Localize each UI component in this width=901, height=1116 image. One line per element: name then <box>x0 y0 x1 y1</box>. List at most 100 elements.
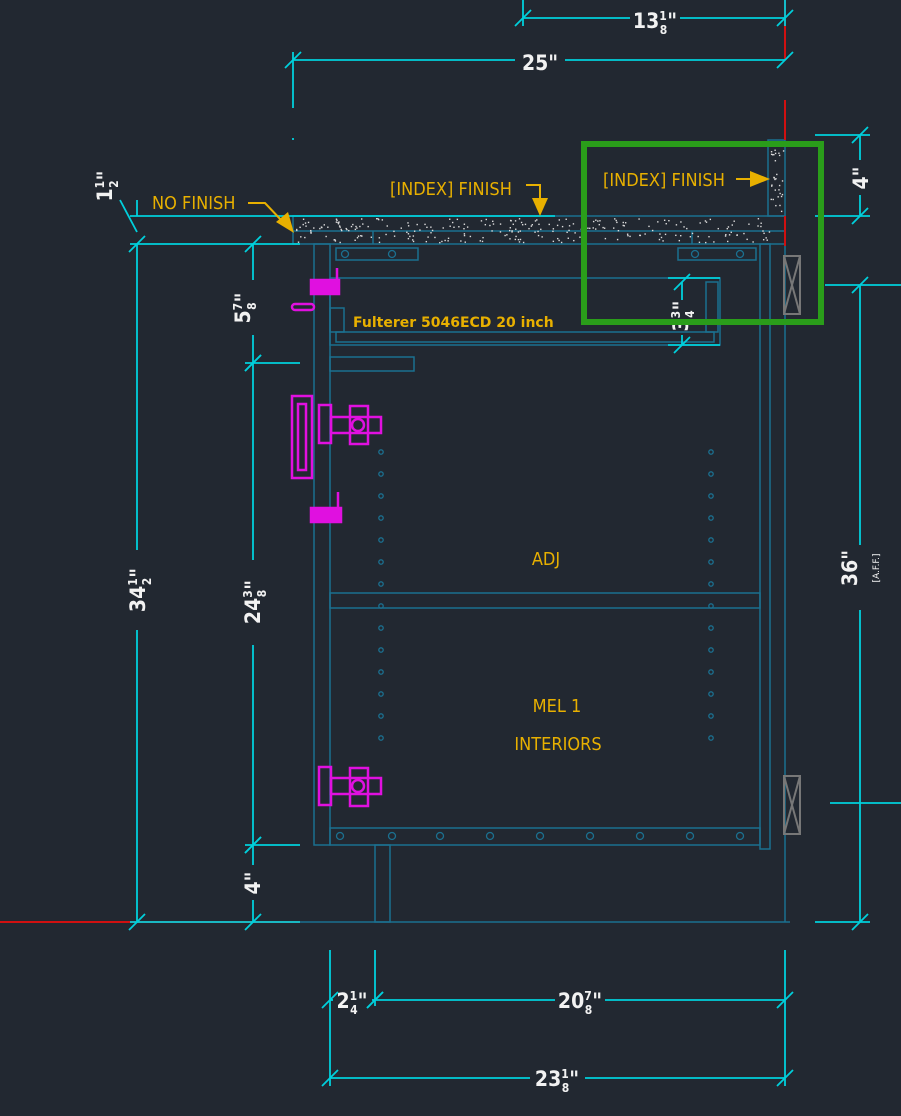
door-catch <box>309 492 343 524</box>
interiors-label: INTERIORS <box>514 734 601 755</box>
toe-kick-leg <box>374 844 391 923</box>
shelf-pin-hole <box>708 581 714 587</box>
drawer-slide-label: Fulterer 5046ECD 20 inch <box>353 315 554 331</box>
shelf-pin-hole <box>708 515 714 521</box>
shelf-pin-hole <box>378 669 384 675</box>
fraction-numerator: 1 <box>126 578 140 586</box>
shelf-pin-hole <box>708 691 714 697</box>
shelf-pin-hole <box>378 515 384 521</box>
inch-mark: " <box>849 167 873 177</box>
dimension-whole: 13 <box>633 9 659 33</box>
fraction-numerator: 1 <box>350 989 358 1003</box>
inch-mark: " <box>126 568 150 578</box>
aff-note: [A.F.F.] <box>872 553 882 582</box>
countertop-hatch <box>296 149 785 244</box>
dimension-whole: 24 <box>241 598 265 624</box>
inch-mark: " <box>241 580 265 590</box>
fraction-denominator: 4 <box>683 310 697 318</box>
shelf-pin-hole <box>708 603 714 609</box>
hinge-lower <box>317 765 383 808</box>
hinge-upper <box>317 403 383 446</box>
bottom-fastener <box>485 831 495 841</box>
arrow-icon <box>276 212 294 233</box>
inch-mark: " <box>592 989 602 1013</box>
dimension-backsplash: 4" <box>849 167 873 190</box>
inch-mark: " <box>241 872 265 882</box>
shelf-pin-hole <box>708 449 714 455</box>
dimension-whole: 5 <box>231 310 255 323</box>
shelf-pin-hole <box>378 581 384 587</box>
fraction-numerator: 7 <box>584 989 592 1003</box>
shelf-pin-hole <box>378 625 384 631</box>
no-finish-label: NO FINISH <box>152 193 235 214</box>
dimension-whole: 23 <box>535 1067 561 1091</box>
arrow-icon <box>750 171 770 187</box>
fraction-numerator: 1 <box>659 9 667 23</box>
shelf-pin-hole <box>708 735 714 741</box>
adj-label: ADJ <box>532 549 560 570</box>
dimension-toe-kick: 4" <box>241 872 265 895</box>
shelf-pin-hole <box>708 559 714 565</box>
fraction-denominator: 8 <box>255 590 269 598</box>
shelf-pin-hole <box>708 471 714 477</box>
drawer-clip <box>290 268 341 312</box>
shelf-pin-hole <box>708 537 714 543</box>
adjustable-shelf <box>329 592 761 609</box>
fraction-denominator: 8 <box>245 302 259 310</box>
fraction-denominator: 4 <box>350 1003 358 1017</box>
mel-label: MEL 1 <box>533 696 582 717</box>
highlight-box <box>581 141 824 325</box>
shelf-pin-hole <box>708 493 714 499</box>
dimension-counter-height: 36" <box>838 550 862 586</box>
inch-mark: " <box>838 550 862 560</box>
shelf-pin-holes <box>335 249 745 841</box>
fraction-denominator: 8 <box>585 1003 593 1017</box>
shelf-pin-hole <box>708 647 714 653</box>
right-side-panel <box>759 243 771 850</box>
shelf-pin-hole <box>378 493 384 499</box>
fraction-denominator: 8 <box>660 23 668 37</box>
inch-mark: " <box>231 292 255 302</box>
fraction-numerator: 1 <box>561 1067 569 1081</box>
shelf-pin-hole <box>378 603 384 609</box>
fraction-numerator: 3 <box>241 590 255 598</box>
drawer <box>329 277 721 346</box>
reference-lines <box>0 0 786 923</box>
inch-mark: " <box>548 51 558 75</box>
dimension-door-height: 2438" <box>241 580 269 624</box>
shelf-pin-hole <box>708 669 714 675</box>
index-finish-top-label: [INDEX] FINISH <box>390 179 512 200</box>
dimension-overall-depth: 25" <box>522 51 558 75</box>
bottom-fastener <box>635 831 645 841</box>
inch-mark: " <box>667 9 677 33</box>
inch-mark: " <box>358 989 368 1013</box>
shelf-pin-hole <box>708 713 714 719</box>
cabinet-geometry <box>292 139 790 923</box>
shelf-pin-hole <box>378 471 384 477</box>
dimension-whole: 34 <box>126 586 150 612</box>
dimension-whole: 36 <box>838 560 862 586</box>
dimension-cabinet-height: 3412" <box>126 568 154 612</box>
annotations: NO FINISH [INDEX] FINISH [INDEX] FINISH … <box>152 170 770 755</box>
filler-blocks <box>783 255 801 835</box>
dimension-whole: 20 <box>558 989 584 1013</box>
bottom-fastener <box>535 831 545 841</box>
bottom-fastener <box>435 831 445 841</box>
shelf-pin-hole <box>378 735 384 741</box>
dimension-whole: 1 <box>93 188 117 201</box>
dimension-countertop-thickness: 112" <box>93 170 121 201</box>
dimension-drawer-gap: 334" <box>669 300 697 331</box>
bottom-fastener <box>735 831 745 841</box>
dimension-lines <box>119 0 901 1087</box>
cabinet-bottom <box>329 827 761 846</box>
door-pull <box>290 394 314 480</box>
shelf-pin-hole <box>378 449 384 455</box>
bottom-fastener <box>685 831 695 841</box>
shelf-pin-hole <box>378 647 384 653</box>
inch-mark: " <box>93 170 117 180</box>
index-finish-back-label: [INDEX] FINISH <box>603 170 725 191</box>
countertop <box>292 215 786 245</box>
